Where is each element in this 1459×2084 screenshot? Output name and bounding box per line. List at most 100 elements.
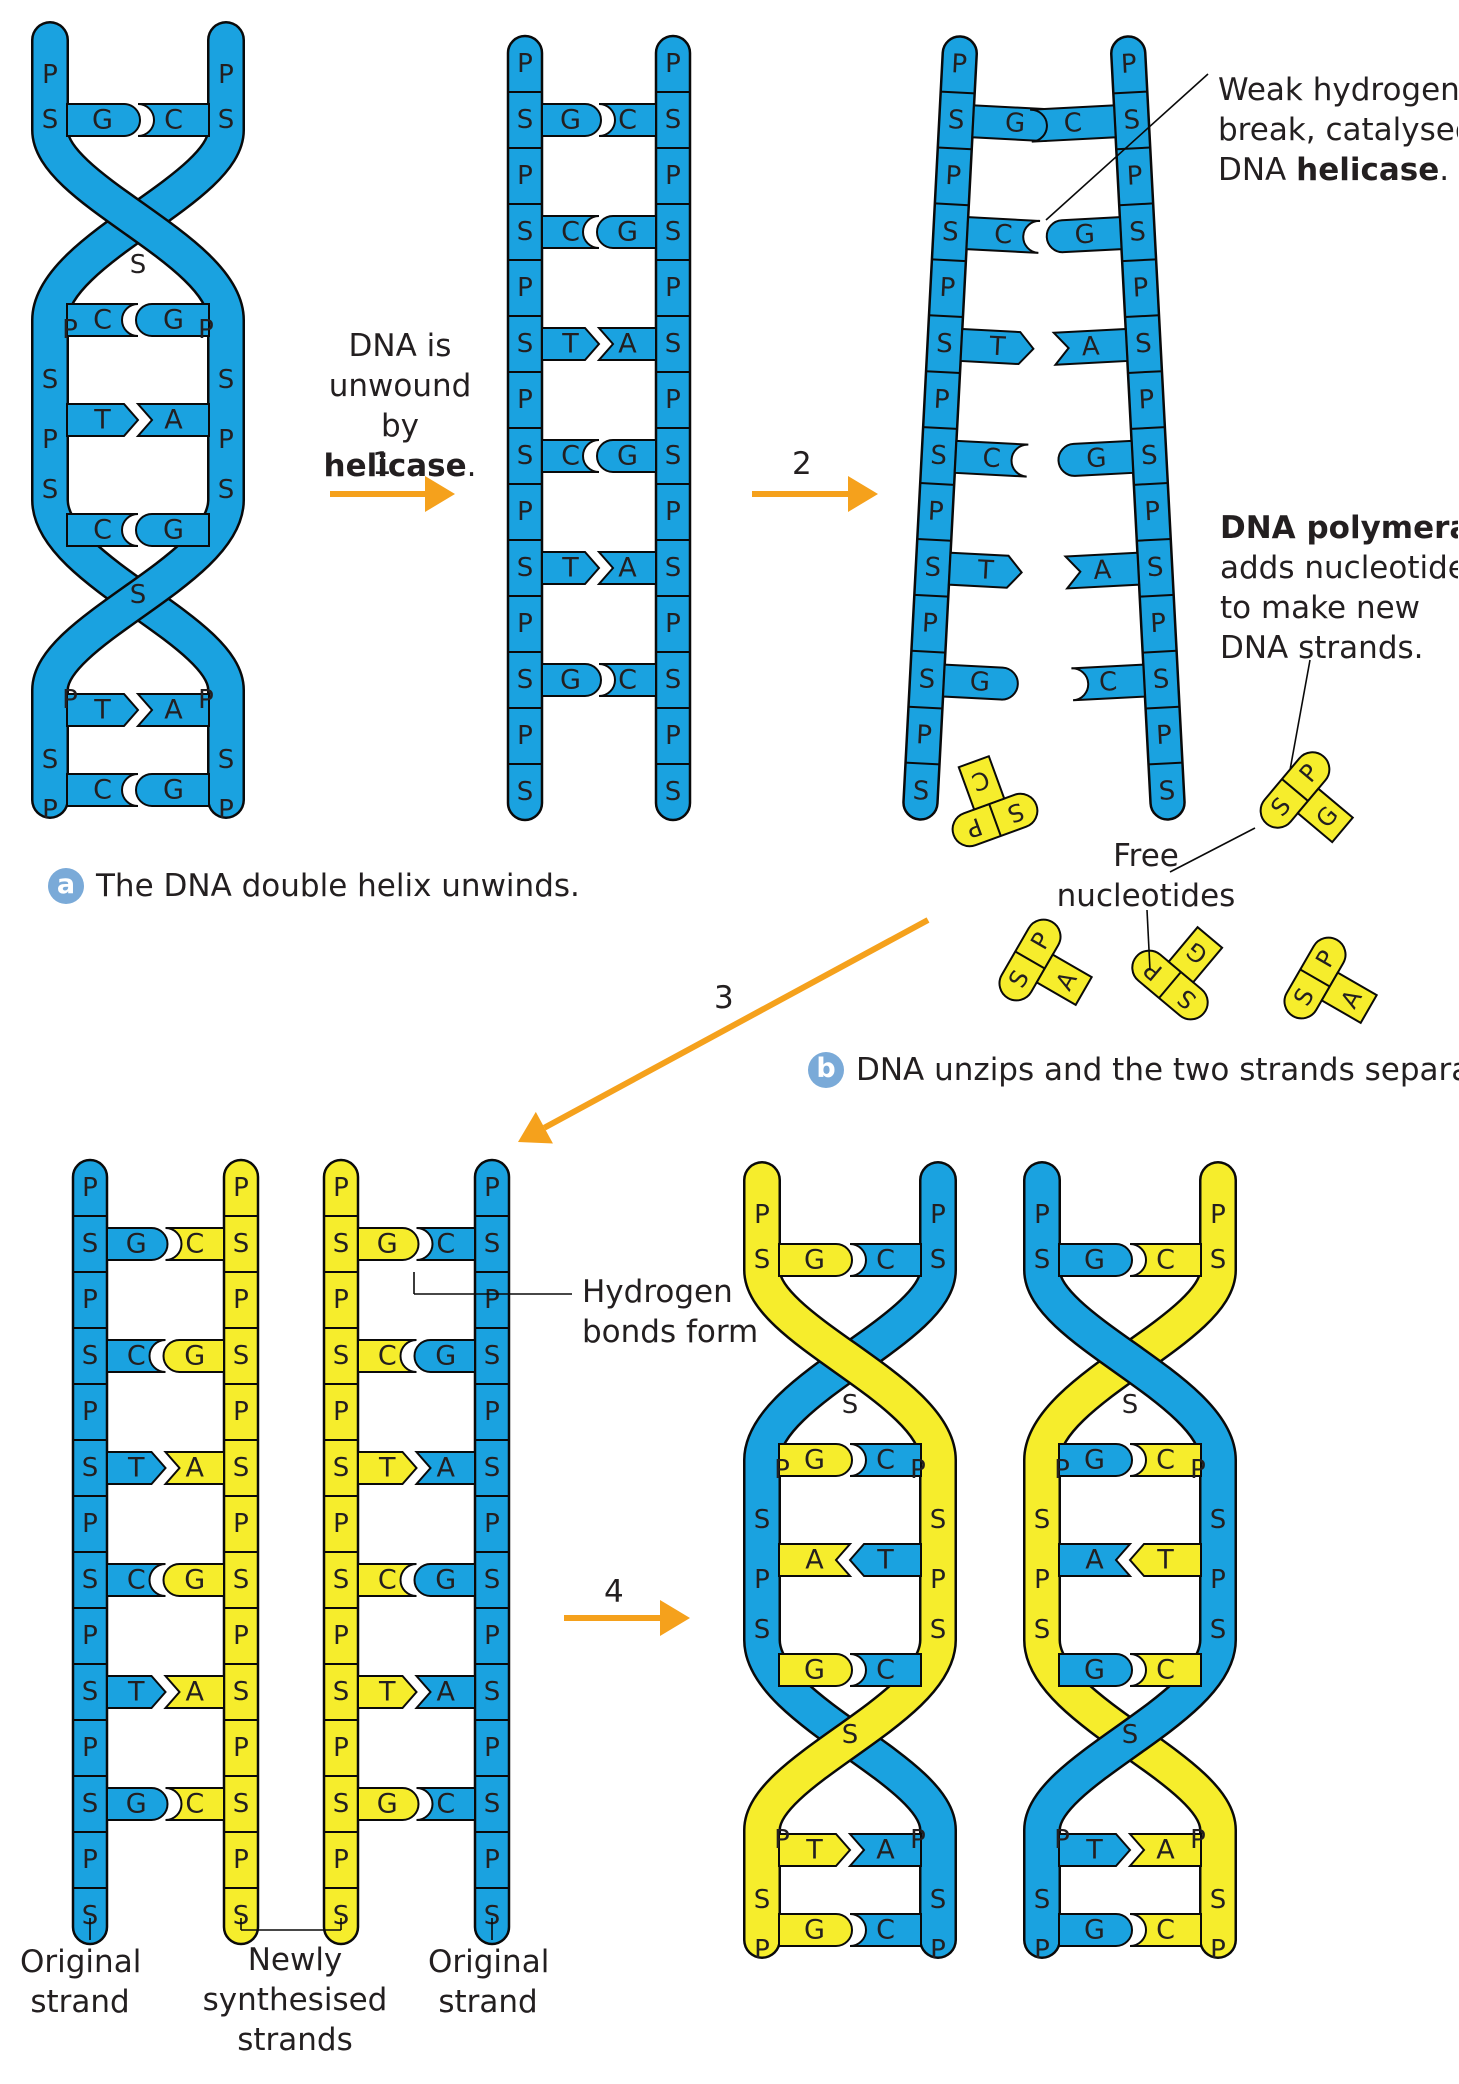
phosphate-label: P: [484, 1621, 500, 1651]
base-A: [414, 1675, 476, 1709]
phosphate-label: P: [774, 1455, 790, 1485]
sugar-label: S: [517, 105, 534, 135]
base-letter-C: C: [185, 1229, 204, 1260]
base-letter-T: T: [93, 405, 111, 436]
sugar-label: S: [1123, 105, 1141, 136]
base-letter-G: G: [1074, 220, 1096, 251]
sugar-label: S: [233, 1901, 250, 1931]
base-G: [162, 1563, 225, 1597]
base-A: [414, 1451, 476, 1485]
base-letter-A: A: [186, 1677, 205, 1708]
phosphate-label: P: [1138, 385, 1155, 416]
base-letter-C: C: [436, 1229, 455, 1260]
phosphate-label: P: [1120, 49, 1137, 80]
phosphate-label: P: [665, 273, 681, 303]
phosphate-label: P: [1150, 608, 1167, 639]
backbone-divider: [1119, 202, 1154, 207]
base-letter-G: G: [560, 665, 581, 696]
sugar-label: S: [930, 1615, 947, 1645]
base-T: [66, 403, 140, 437]
base-letter-A: A: [186, 1453, 205, 1484]
base-C: [541, 439, 600, 473]
base-letter-A: A: [618, 553, 637, 584]
base-C: [598, 663, 657, 697]
divider: [988, 803, 1002, 837]
backbone-divider: [1139, 593, 1174, 598]
backbone-divider: [911, 649, 946, 654]
phosphate-label: P: [933, 385, 950, 416]
base-C: [849, 1653, 922, 1687]
phosphate-label: P: [1132, 273, 1149, 304]
sugar-label: S: [1122, 1390, 1139, 1420]
sugar-label: S: [517, 777, 534, 807]
sugar-label: S: [82, 1341, 99, 1371]
base-letter-A: A: [1081, 331, 1101, 362]
base-G: [778, 1653, 853, 1687]
base-A: [847, 1833, 922, 1867]
free-pointer-2: [1146, 909, 1151, 971]
phosphate-label: P: [754, 1200, 770, 1230]
sugar-label: S: [218, 475, 235, 505]
base-T: [1058, 1833, 1132, 1867]
base-C: [849, 1443, 922, 1477]
base-A: [1320, 971, 1379, 1025]
sugar-label: S: [930, 1505, 947, 1535]
base-C: [849, 1243, 922, 1277]
base-G: [1167, 925, 1224, 984]
base-A: [135, 403, 210, 437]
sugar-label: S: [233, 1341, 250, 1371]
base-C: [1030, 104, 1117, 143]
sugar-label: S: [930, 1245, 947, 1275]
base-letter-A: A: [876, 1835, 895, 1866]
sugar-label: S: [665, 105, 682, 135]
weak-bond-pointer: [1045, 73, 1209, 221]
base-T: [541, 551, 601, 585]
base-letter-C: C: [127, 1341, 146, 1372]
phosphate-label: P: [233, 1285, 249, 1315]
base-letter-T: T: [1156, 1545, 1174, 1576]
sugar-label: S: [233, 1677, 250, 1707]
base-G: [778, 1913, 853, 1947]
base-G: [135, 303, 210, 337]
base-C: [416, 1227, 476, 1261]
base-A: [163, 1675, 225, 1709]
backbone-divider: [908, 705, 943, 710]
base-T: [357, 1675, 418, 1709]
base-T: [959, 327, 1035, 366]
base-A: [163, 1451, 225, 1485]
phosphate-label: P: [233, 1733, 249, 1763]
backbone-divider: [926, 370, 961, 374]
phosphate-label: P: [754, 1935, 770, 1965]
base-letter-T: T: [561, 329, 579, 360]
backbone-divider: [1116, 146, 1151, 151]
base-A: [1063, 551, 1141, 590]
phosphate-label: P: [333, 1509, 349, 1539]
base-A: [596, 551, 657, 585]
phosphate-label: P: [218, 795, 234, 825]
phosphate-label: P: [333, 1173, 349, 1203]
sugar-label: S: [333, 1677, 350, 1707]
phosphate-label: P: [1054, 1455, 1070, 1485]
base-C: [106, 1339, 166, 1373]
base-G: [413, 1339, 476, 1373]
base-G: [596, 439, 657, 473]
daughter-helix-right-strand-fill: [1025, 1163, 1235, 1957]
base-letter-C: C: [561, 217, 580, 248]
phosphate-label: P: [517, 273, 533, 303]
phosphate-label: P: [62, 685, 78, 715]
phosphate-label: P: [1210, 1200, 1226, 1230]
phosphate-label: P: [939, 273, 956, 304]
base-C: [957, 754, 1006, 811]
arrow-step-3-head: [518, 1111, 553, 1144]
base-T: [66, 693, 140, 727]
phosphate-label: P: [233, 1173, 249, 1203]
base-C: [1129, 1653, 1202, 1687]
phosphate-label: P: [517, 497, 533, 527]
sugar-label: S: [1158, 776, 1176, 807]
step-number-4: 4: [604, 1574, 624, 1610]
sugar-label: S: [82, 1229, 99, 1259]
phosphate-label: P: [910, 1455, 926, 1485]
base-T: [778, 1833, 852, 1867]
base-C: [1129, 1443, 1202, 1477]
base-letter-C: C: [982, 443, 1002, 474]
